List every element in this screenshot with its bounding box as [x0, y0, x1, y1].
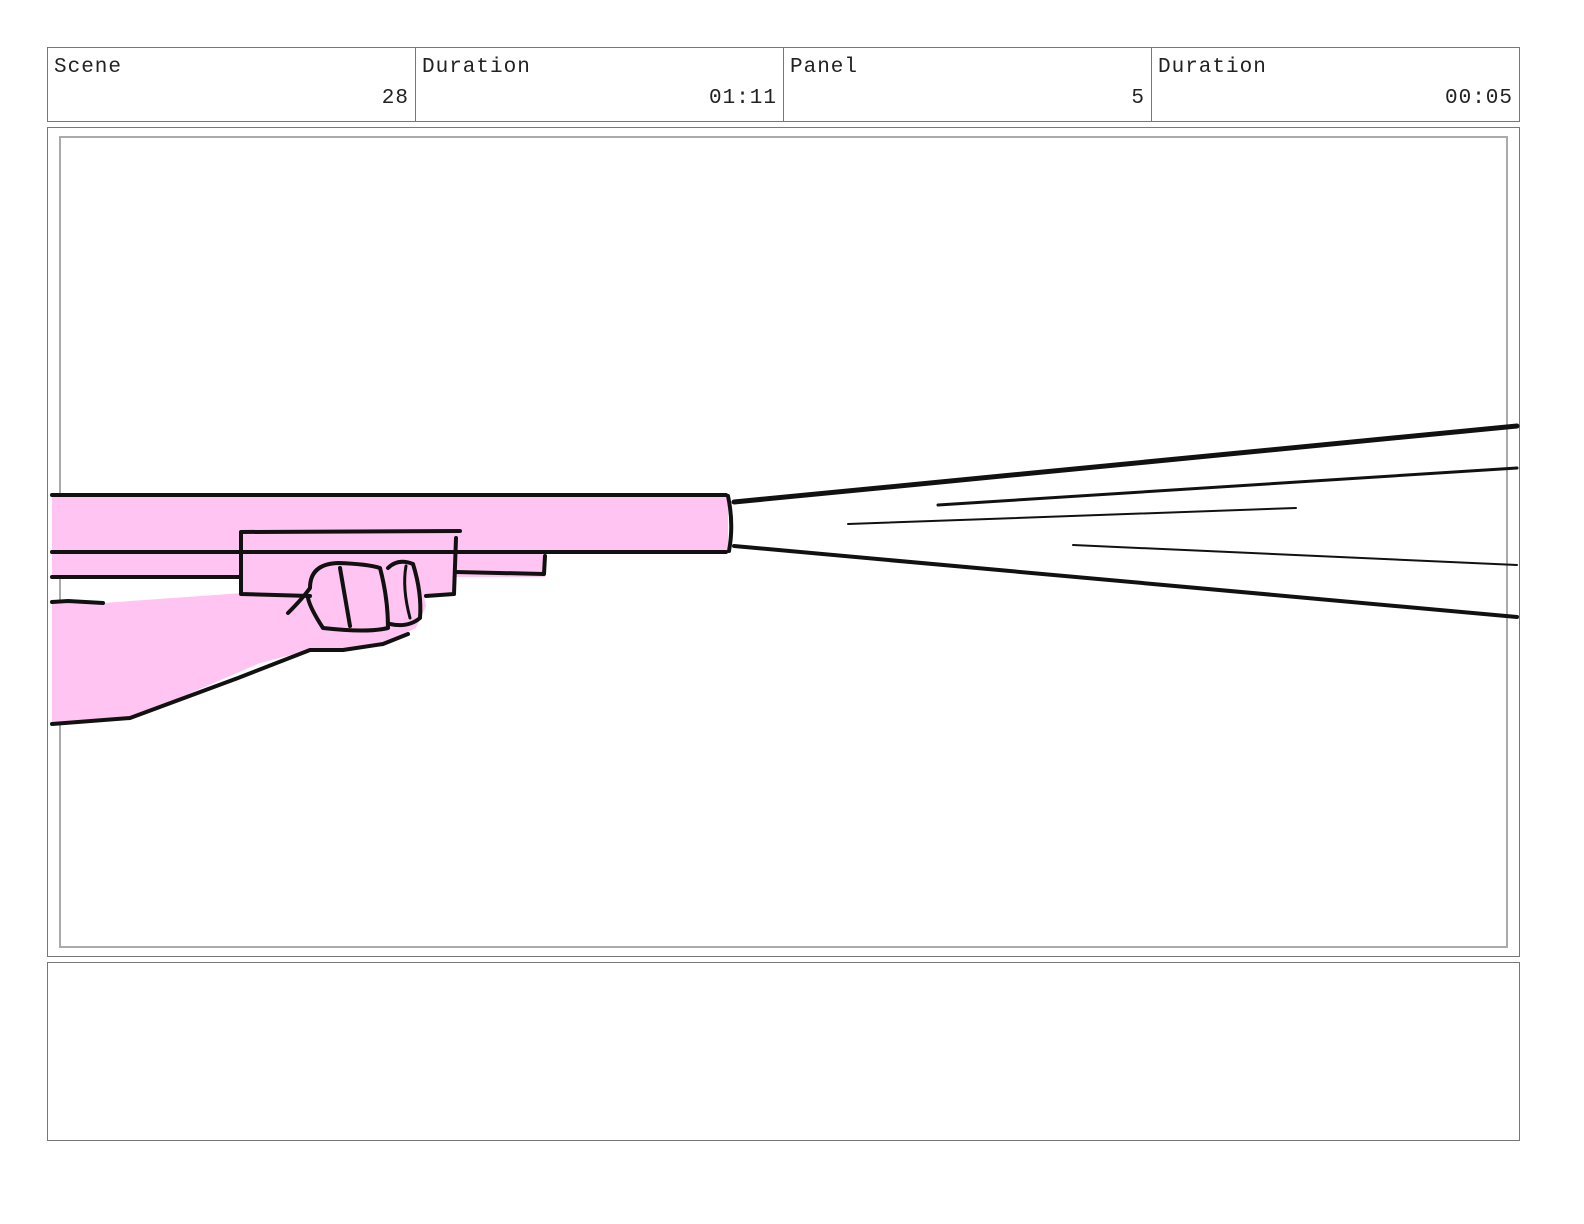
scene-cell: Scene 28 — [48, 48, 416, 121]
finger-crease — [338, 566, 352, 628]
spray-line-lower — [1072, 544, 1518, 566]
gun-rail-line — [50, 554, 547, 579]
arm-top-line — [50, 599, 105, 605]
panel-label: Panel — [790, 56, 859, 79]
gun-grip-outline — [239, 529, 462, 598]
panel-cell: Panel 5 — [784, 48, 1152, 121]
panel-number: 5 — [1131, 87, 1145, 110]
panel-duration-label: Duration — [1158, 56, 1267, 79]
spray-line-upper — [936, 466, 1519, 507]
spray-line-bottom — [732, 544, 1519, 619]
panel-duration-cell: Duration 00:05 — [1152, 48, 1519, 121]
arm-fill — [52, 593, 310, 725]
finger-back — [386, 559, 423, 628]
gun-and-hand-sketch — [50, 423, 1520, 726]
storyboard-header: Scene 28 Duration 01:11 Panel 5 Duration… — [47, 47, 1520, 122]
panel-notes-box — [47, 962, 1520, 1141]
muzzle-line — [726, 494, 734, 553]
panel-drawing — [50, 423, 1520, 726]
storyboard-panel — [47, 127, 1520, 957]
scene-duration-label: Duration — [422, 56, 531, 79]
scene-duration-cell: Duration 01:11 — [416, 48, 784, 121]
scene-label: Scene — [54, 56, 123, 79]
scene-duration-value: 01:11 — [708, 87, 777, 110]
scene-number: 28 — [381, 87, 409, 110]
arm-bottom-line — [50, 632, 410, 726]
spray-line-middle — [847, 507, 1297, 525]
spray-line-top — [731, 423, 1520, 505]
finger-front — [286, 561, 390, 633]
finger-back-crease — [403, 564, 412, 620]
panel-duration-value: 00:05 — [1444, 87, 1513, 110]
